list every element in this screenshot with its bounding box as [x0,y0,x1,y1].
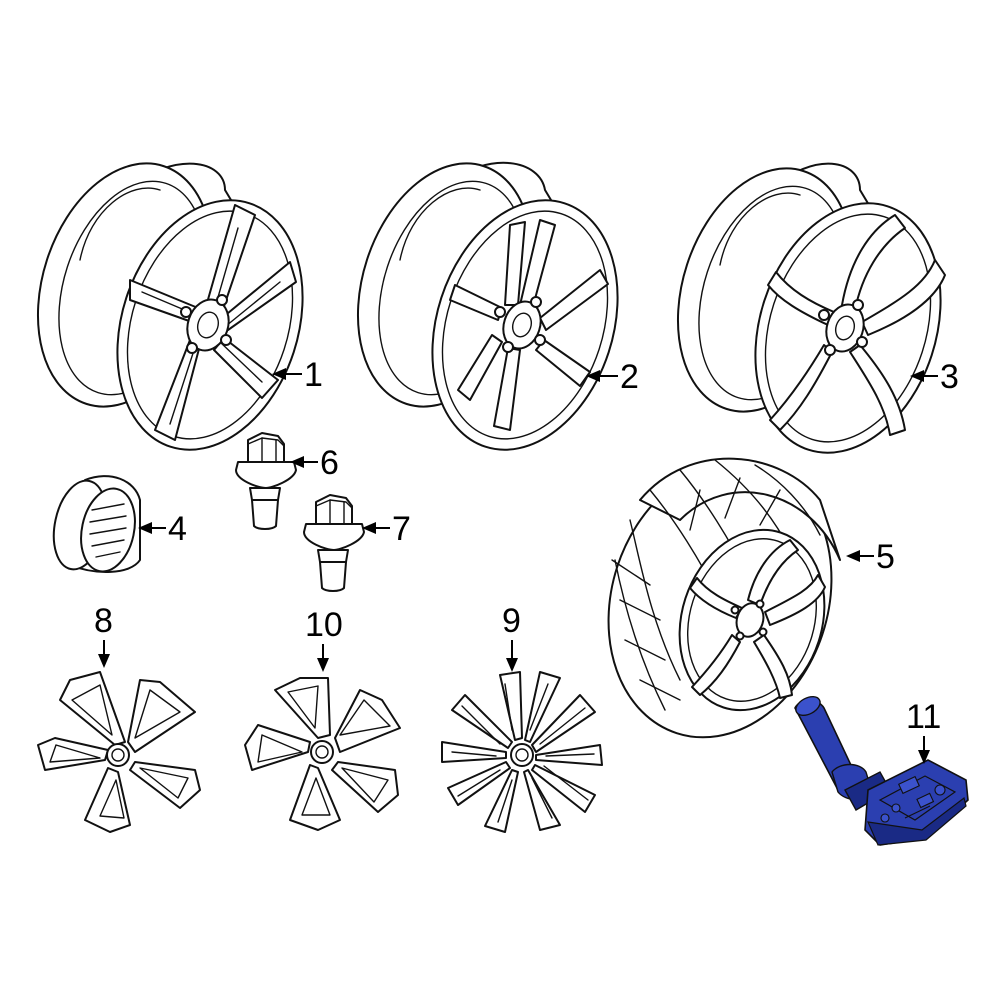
callout-5: 5 [846,538,895,576]
wheel-trim-part-9[interactable] [441,671,603,833]
callout-10: 10 [305,606,343,672]
wheel-trim-part-8[interactable] [37,671,201,833]
callout-label-9: 9 [502,602,521,640]
callout-label-10: 10 [305,606,343,644]
callout-4: 4 [138,510,187,548]
callout-3: 3 [910,358,959,396]
callout-6: 6 [290,444,339,482]
callout-label-6: 6 [320,444,339,482]
callout-label-4: 4 [168,510,187,548]
callout-label-11: 11 [906,698,941,736]
wheel-trim-part-10[interactable] [244,677,401,831]
center-cap-part-4[interactable] [46,475,142,577]
callout-label-7: 7 [392,510,411,548]
callout-label-8: 8 [94,602,113,640]
wheel-bolt-part-7[interactable] [303,494,365,592]
callout-label-3: 3 [940,358,959,396]
callout-label-1: 1 [304,356,323,394]
callout-label-2: 2 [620,358,639,396]
callout-label-5: 5 [876,538,895,576]
callout-11: 11 [906,698,941,764]
callout-8: 8 [94,602,113,668]
wheel-part-2[interactable] [328,141,648,474]
callout-2: 2 [586,358,639,396]
tpms-sensor-part-11[interactable] [793,693,969,846]
wheel-part-3[interactable] [648,146,971,477]
callout-1: 1 [272,356,323,394]
tire-wheel-assembly-part-5[interactable] [574,433,866,766]
callout-7: 7 [362,510,411,548]
wheel-part-1[interactable] [8,141,333,474]
callout-9: 9 [502,602,521,672]
wheel-bolt-part-6[interactable] [235,432,297,530]
